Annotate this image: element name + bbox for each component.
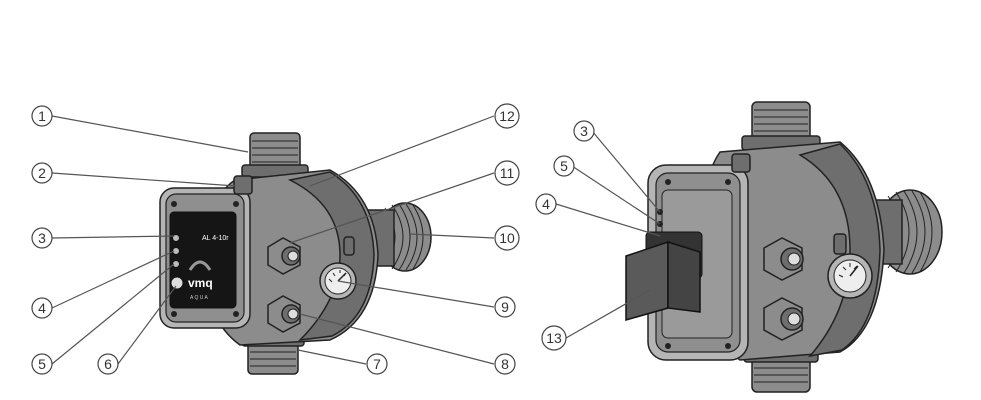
svg-text:10: 10 — [499, 230, 515, 246]
screw-top-left — [171, 201, 177, 207]
brand-subtext: A Q U A — [190, 295, 208, 301]
right-cable-gland-lower — [763, 297, 804, 341]
led-3 — [172, 234, 180, 242]
svg-text:4: 4 — [542, 196, 550, 212]
leader-lines — [51, 115, 661, 365]
front-panel — [169, 211, 237, 309]
svg-text:5: 5 — [560, 158, 568, 174]
top-screw-boss — [233, 175, 253, 195]
cable-gland-upper — [267, 237, 301, 275]
callout-1: 1 — [31, 105, 53, 127]
svg-text:8: 8 — [501, 356, 509, 372]
svg-text:3: 3 — [38, 230, 46, 246]
callout-right-13: 13 — [541, 325, 567, 351]
callout-right-4: 4 — [535, 193, 557, 215]
svg-text:5: 5 — [38, 356, 46, 372]
brand-text: vmq — [188, 276, 213, 290]
reset-button — [170, 276, 184, 290]
cable-gland-lower — [267, 295, 301, 333]
right-cable-gland-upper — [763, 237, 804, 281]
callout-right-3: 3 — [573, 120, 595, 142]
callout-11: 11 — [494, 160, 520, 186]
svg-text:2: 2 — [38, 165, 46, 181]
right-pressure-gauge — [827, 253, 873, 299]
right-top-outlet-fitting — [741, 101, 821, 151]
callout-6: 6 — [97, 353, 119, 375]
screw-top-right — [233, 201, 239, 207]
brand-logo-sun — [188, 260, 212, 271]
top-outlet-fitting — [241, 132, 309, 178]
callout-5: 5 — [31, 353, 53, 375]
callout-9: 9 — [494, 296, 516, 318]
callout-right-5: 5 — [553, 155, 575, 177]
callout-2: 2 — [31, 162, 53, 184]
svg-text:1: 1 — [38, 108, 46, 124]
callout-4: 4 — [31, 297, 53, 319]
callout-7: 7 — [366, 353, 388, 375]
model-label: AL 4-10r — [202, 235, 229, 242]
svg-text:9: 9 — [501, 299, 509, 315]
callouts: 1 2 3 4 5 6 7 8 9 10 11 12 3 5 4 13 — [31, 103, 595, 375]
led-4 — [172, 247, 180, 255]
svg-text:12: 12 — [499, 108, 515, 124]
right-device — [625, 101, 943, 393]
screw-bottom-left — [171, 311, 177, 317]
svg-text:4: 4 — [38, 300, 46, 316]
callout-10: 10 — [494, 225, 520, 251]
svg-text:3: 3 — [580, 123, 588, 139]
electrical-connector-box — [625, 231, 703, 321]
left-device: AL 4-10r vmq A Q U A — [159, 132, 432, 375]
led-5 — [172, 260, 180, 268]
svg-text:11: 11 — [500, 165, 515, 181]
svg-text:7: 7 — [373, 356, 381, 372]
screw-bottom-right — [233, 311, 239, 317]
callout-12: 12 — [494, 103, 520, 129]
callout-8: 8 — [494, 353, 516, 375]
svg-text:13: 13 — [546, 330, 562, 346]
svg-text:6: 6 — [104, 356, 112, 372]
callout-3: 3 — [31, 227, 53, 249]
